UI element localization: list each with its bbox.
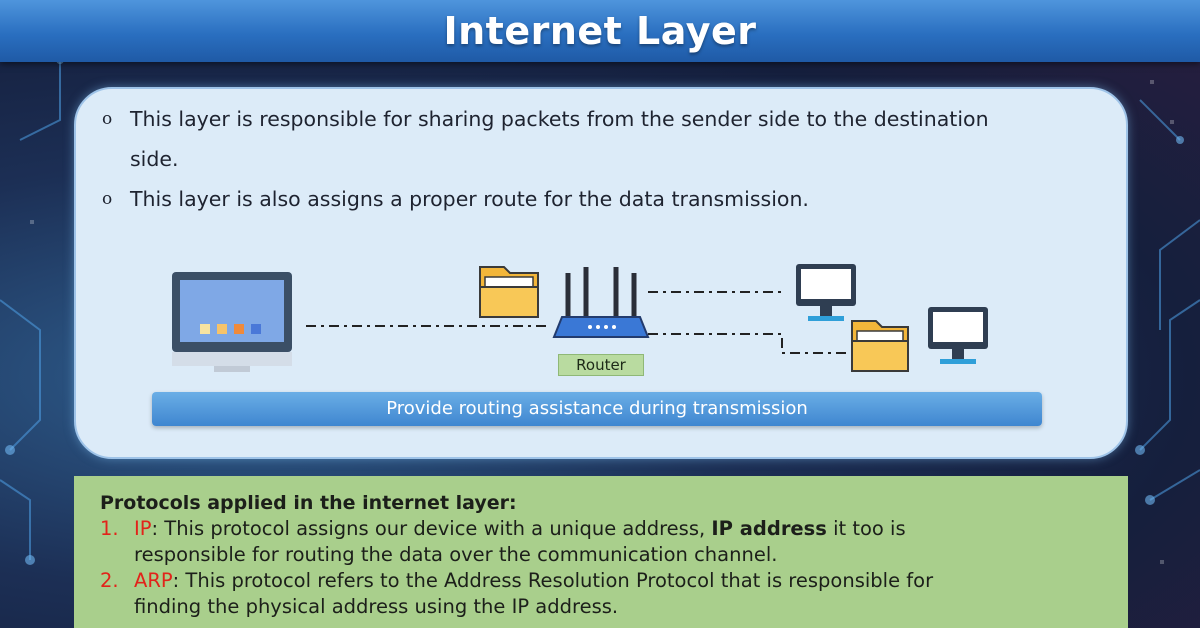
protocol-text-line2: responsible for routing the data over th… [134,543,778,566]
bullet-item-2: o This layer is also assigns a proper ro… [102,179,1062,219]
folder-icon [851,320,909,372]
protocol-item-arp: 2. ARP: This protocol refers to the Addr… [100,568,1102,620]
network-diagram [172,264,988,372]
title-bar: Internet Layer [0,0,1200,62]
protocol-keyword: ARP [134,569,173,592]
protocol-text: : This protocol refers to the Address Re… [172,569,934,592]
client-monitor-icon [928,307,988,364]
bullet-line-1a: This layer is responsible for sharing pa… [130,107,989,131]
protocols-heading: Protocols applied in the internet layer: [100,492,517,514]
protocol-number: 1. [100,517,119,540]
page-title: Internet Layer [443,9,757,53]
protocol-emphasis: IP address [711,517,827,540]
protocols-panel: Protocols applied in the internet layer:… [74,476,1128,628]
bullet-marker: o [102,109,113,129]
protocol-number: 2. [100,569,119,592]
router-label: Router [558,354,644,376]
bullet-item-1: o This layer is responsible for sharing … [102,99,1062,179]
protocol-keyword: IP [134,517,152,540]
bullet-line-1b: side. [130,147,179,171]
bullet-line-2: This layer is also assigns a proper rout… [130,187,809,211]
bullet-marker: o [102,189,113,209]
folder-icon [479,266,539,318]
protocol-text: it too is [826,517,906,540]
client-monitor-icon [796,264,856,321]
router-icon [552,267,650,338]
info-card: o This layer is responsible for sharing … [74,87,1128,459]
protocol-text: : This protocol assigns our device with … [151,517,712,540]
routing-caption-bar: Provide routing assistance during transm… [152,392,1042,426]
protocol-text-line2: finding the physical address using the I… [134,595,619,618]
desktop-monitor-icon [172,272,292,372]
protocol-item-ip: 1. IP: This protocol assigns our device … [100,516,1102,568]
link-line [648,333,846,354]
